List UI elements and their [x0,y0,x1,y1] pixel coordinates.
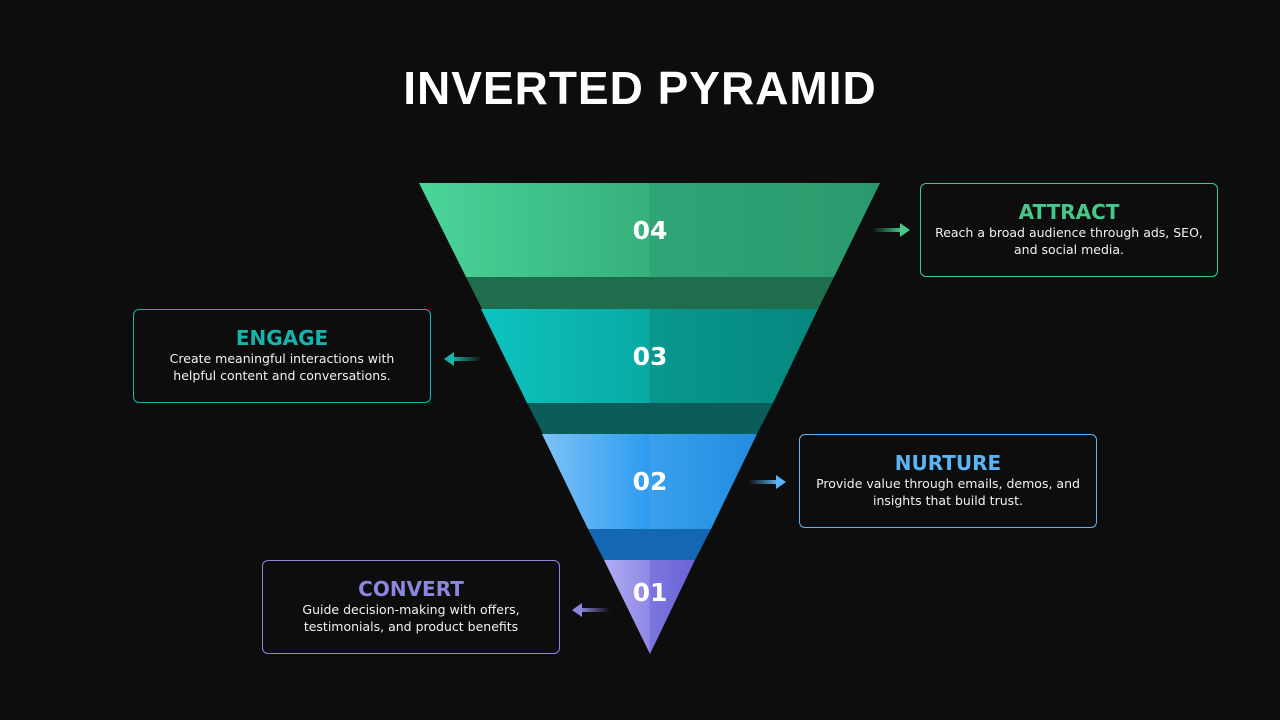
layer-04: 04 [419,183,880,277]
layer-02-shape [542,434,757,529]
card-attract: ATTRACT Reach a broad audience through a… [920,183,1218,277]
layer-02-shadow [588,529,711,560]
card-nurture: NURTURE Provide value through emails, de… [799,434,1097,528]
arrow-left-icon [444,352,482,366]
layer-02: 02 [542,434,757,529]
card-title: NURTURE [894,451,1002,475]
card-description: Guide decision-making with offers, testi… [302,602,520,634]
card-description: Provide value through emails, demos, and… [816,476,1080,508]
arrow-right-icon [748,475,786,489]
layer-03-number: 03 [633,342,668,371]
page-title: INVERTED PYRAMID [403,62,877,114]
card-description: Create meaningful interactions with help… [169,351,395,383]
layer-03-shape [481,309,818,403]
card-description: Reach a broad audience through ads, SEO,… [935,225,1203,257]
card-title: CONVERT [358,577,464,601]
layer-03: 03 [481,309,818,403]
layer-04-shadow [466,277,834,309]
card-title: ENGAGE [235,326,329,350]
layer-01: 01 [604,560,695,654]
layer-04-number: 04 [633,216,668,245]
card-engage: ENGAGE Create meaningful interactions wi… [133,309,431,403]
card-convert: CONVERT Guide decision-making with offer… [262,560,560,654]
layer-02-number: 02 [633,467,668,496]
card-title: ATTRACT [1018,200,1120,224]
layer-01-shape [604,560,695,654]
arrow-left-icon [572,603,610,617]
layer-04-shape [419,183,880,277]
layer-03-shadow [527,403,773,434]
layer-01-number: 01 [633,578,668,607]
arrow-right-icon [872,223,910,237]
